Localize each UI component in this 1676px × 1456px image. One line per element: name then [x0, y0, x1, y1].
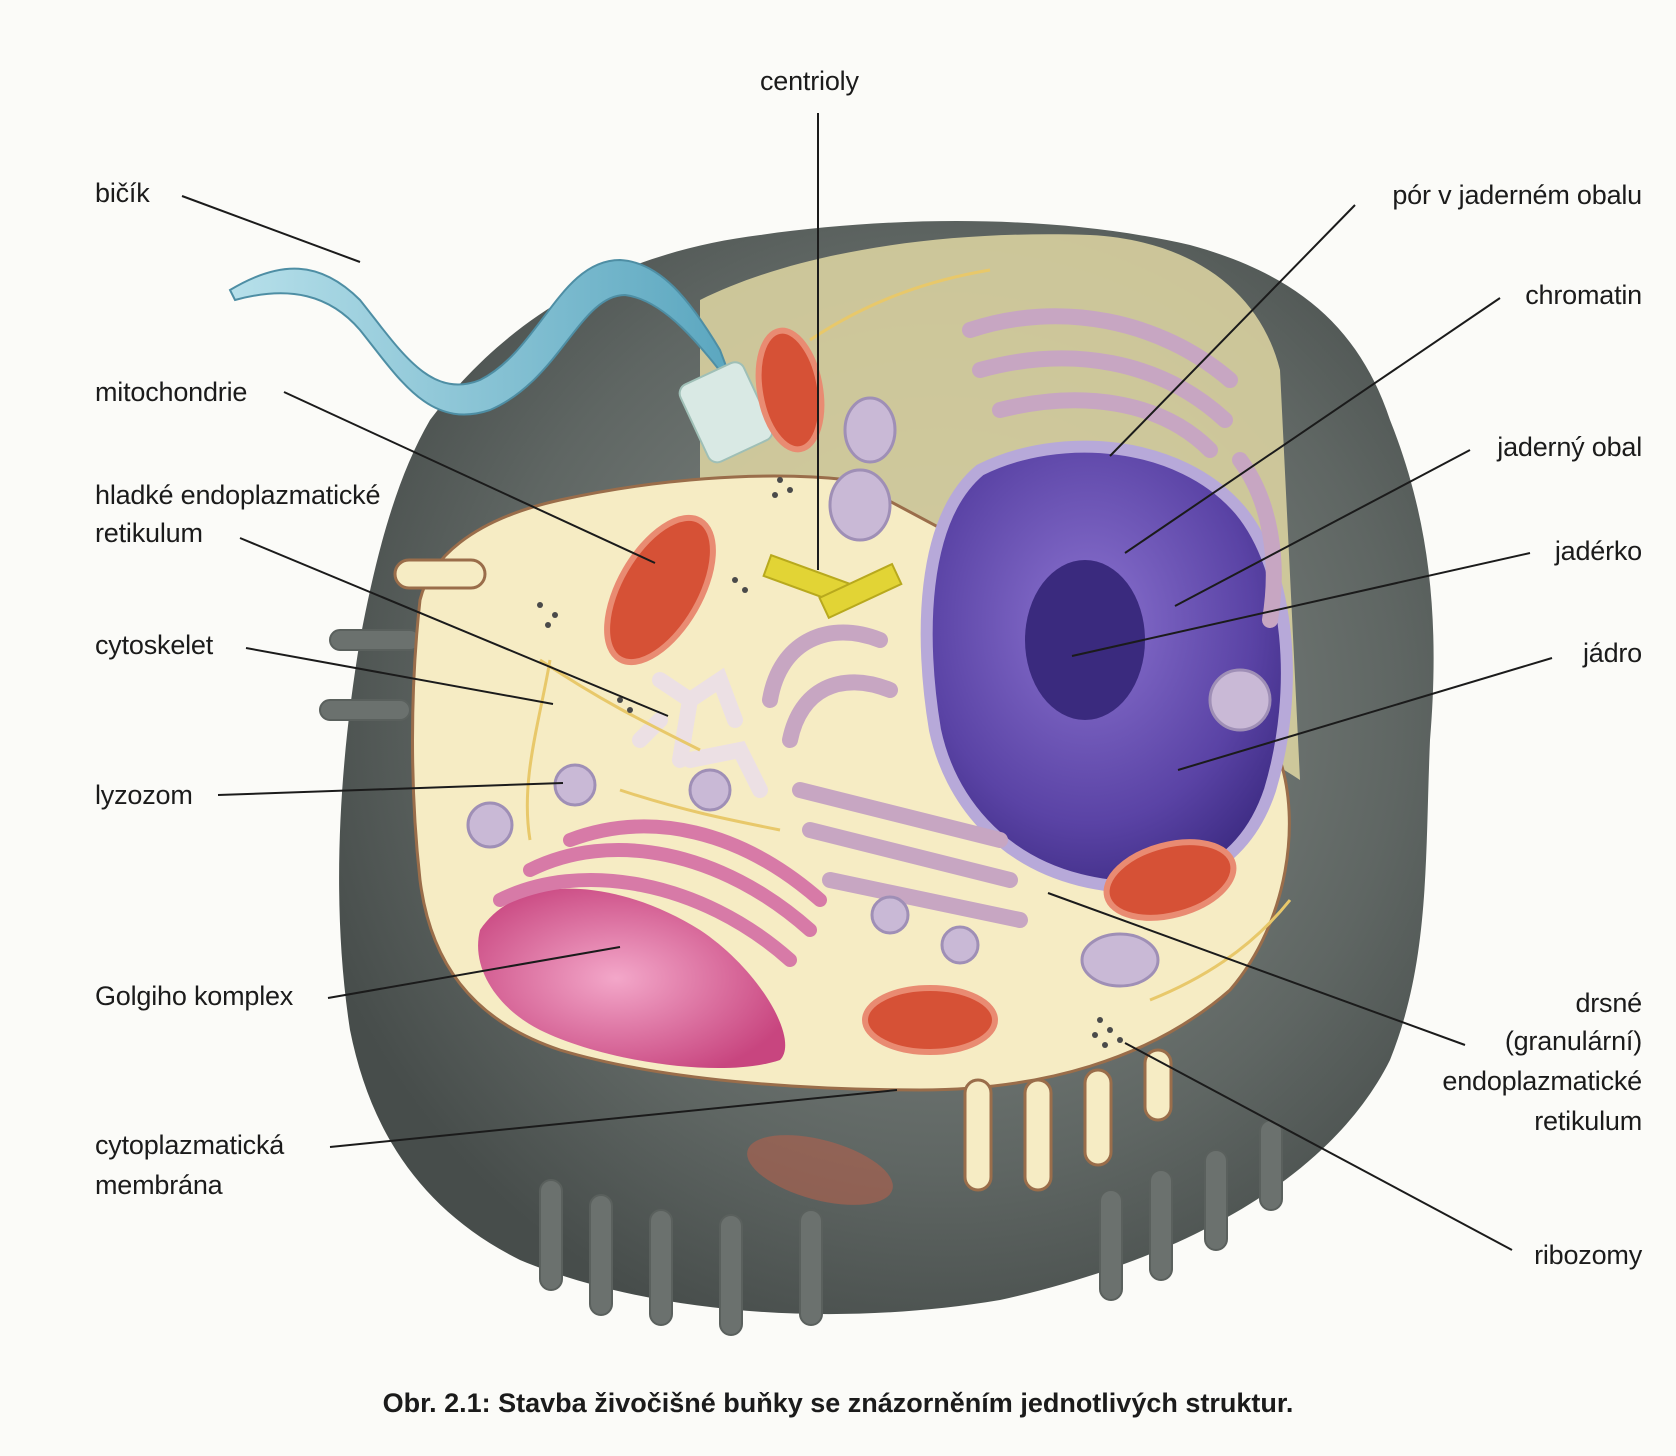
leader-lines — [181, 113, 1553, 1251]
figure-caption: Obr. 2.1: Stavba živočišné buňky se znáz… — [382, 1388, 1294, 1418]
label-centrioly: centrioly — [760, 66, 859, 96]
label-nuclear-envelope: jaderný obal — [1497, 432, 1642, 462]
label-smooth-er-line1: hladké endoplazmatické — [95, 480, 381, 510]
label-lysosome: lyzozom — [95, 780, 193, 810]
label-chromatin: chromatin — [1525, 280, 1642, 310]
cytoskeleton — [525, 268, 1292, 1002]
label-rough-er-line3: endoplazmatické — [1442, 1066, 1642, 1096]
nucleolus — [1025, 560, 1145, 720]
vesicles — [466, 396, 1272, 988]
basal-body — [678, 361, 774, 464]
label-mitochondria: mitochondrie — [95, 377, 248, 407]
label-ribosomes: ribozomy — [1534, 1240, 1642, 1270]
cytoplasm-projections — [393, 558, 1173, 1192]
mitochondria — [604, 327, 1237, 1205]
label-rough-er-line4: retikulum — [1534, 1106, 1642, 1136]
label-cytoskeleton: cytoskelet — [95, 630, 214, 660]
golgi-complex — [478, 819, 827, 1069]
label-nucleus: jádro — [1582, 638, 1642, 668]
label-golgi-complex: Golgiho komplex — [95, 981, 294, 1011]
label-nuclear-pore: pór v jaderném obalu — [1392, 180, 1642, 210]
label-flagellum: bičík — [95, 178, 150, 208]
label-nucleolus: jadérko — [1554, 536, 1642, 566]
rough-er — [762, 308, 1282, 928]
label-plasma-membrane-line2: membrána — [95, 1170, 223, 1200]
microvilli — [319, 629, 1283, 1336]
label-rough-er-line2: (granulární) — [1504, 1026, 1642, 1056]
centrioles — [762, 553, 903, 620]
ribosomes — [537, 477, 1123, 1048]
label-plasma-membrane-line1: cytoplazmatická — [95, 1130, 285, 1160]
label-smooth-er-line2: retikulum — [95, 518, 203, 548]
label-rough-er-line1: drsné — [1575, 988, 1642, 1018]
